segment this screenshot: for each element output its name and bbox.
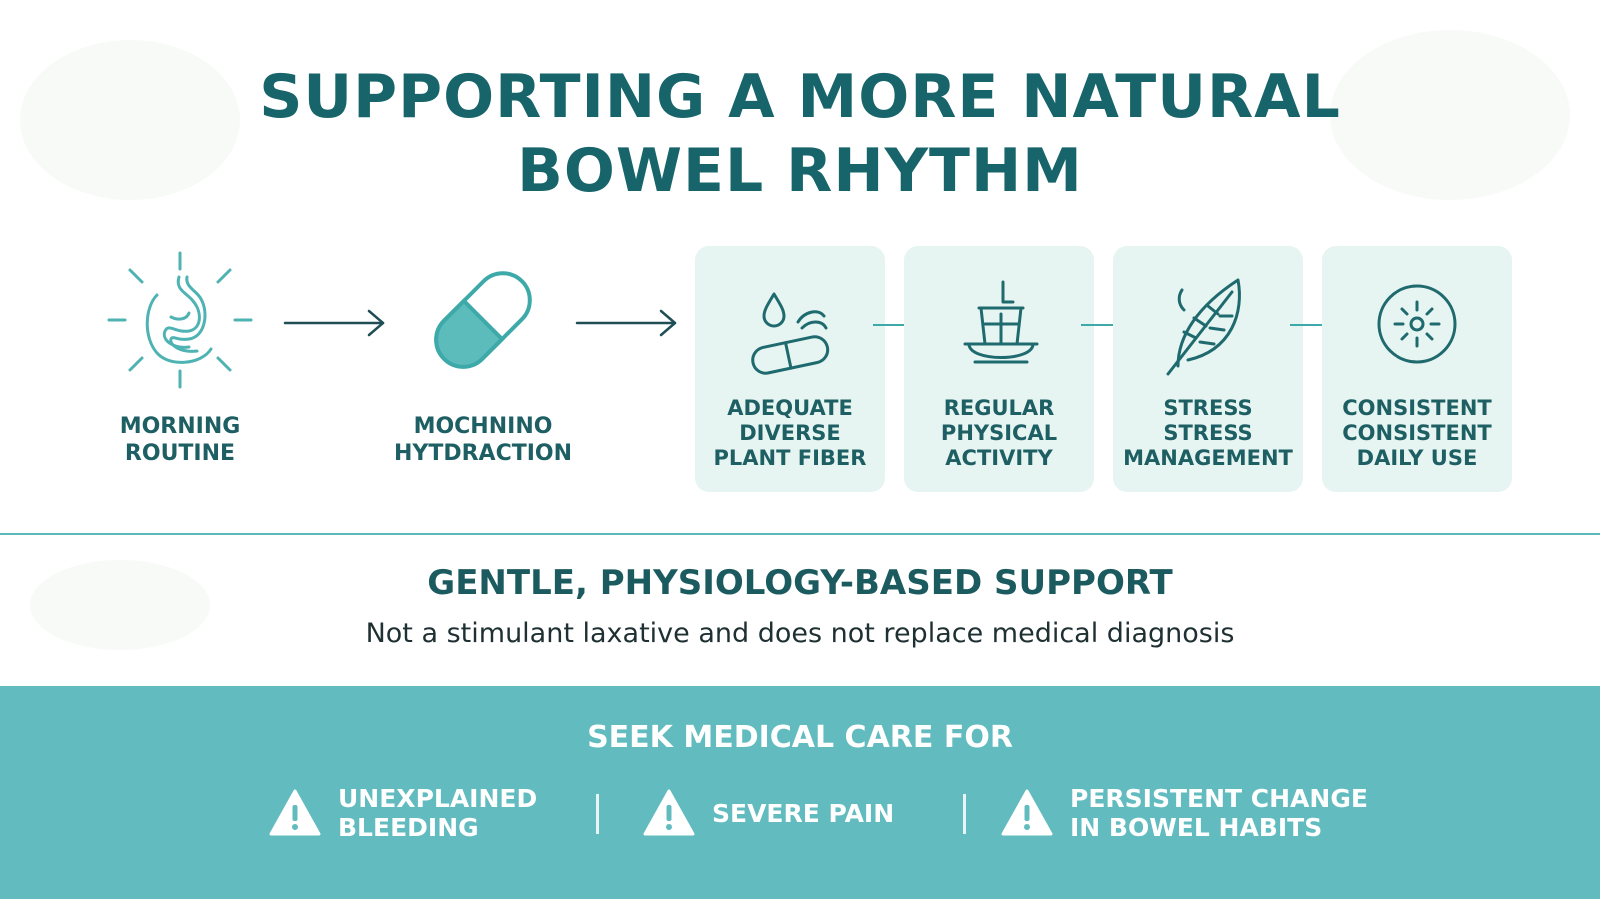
warning-item-text: SEVERE PAIN xyxy=(712,799,894,828)
routine-flow: MORNING ROUTINE MOCHNINO HYTDRACTION xyxy=(0,240,1600,500)
capsule-icon xyxy=(408,245,558,395)
warning-separator xyxy=(596,794,599,834)
connector-line xyxy=(1290,324,1334,326)
warning-separator xyxy=(963,794,966,834)
support-disclaimer: Not a stimulant laxative and does not re… xyxy=(365,618,1235,649)
warning-item-text: UNEXPLAINED BLEEDING xyxy=(338,784,537,842)
glass-bowl-icon xyxy=(939,266,1059,386)
warning-band: SEEK MEDICAL CARE FOR UNEXPLAINED BLEEDI… xyxy=(0,686,1600,899)
card-plant-fiber: ADEQUATE DIVERSE PLANT FIBER xyxy=(695,246,885,492)
step-hydration: MOCHNINO HYTDRACTION xyxy=(393,245,573,467)
card-label-line: REGULAR xyxy=(943,396,1055,420)
warning-triangle-icon xyxy=(268,788,322,838)
background-decoration xyxy=(30,560,210,650)
warning-item-text: PERSISTENT CHANGE IN BOWEL HABITS xyxy=(1070,784,1368,842)
step-morning-routine: MORNING ROUTINE xyxy=(105,245,255,467)
card-label: REGULAR PHYSICAL ACTIVITY xyxy=(904,396,1094,471)
card-label-line: MANAGEMENT xyxy=(1123,446,1293,470)
section-divider xyxy=(0,533,1600,535)
step-label-line: MOCHNINO xyxy=(413,414,553,439)
warning-item-line: PERSISTENT CHANGE xyxy=(1070,784,1368,813)
warning-item-bleeding: UNEXPLAINED BLEEDING xyxy=(268,784,537,842)
step-label: MORNING ROUTINE xyxy=(105,413,255,467)
warning-item-line: SEVERE PAIN xyxy=(712,798,895,828)
warning-item-line: UNEXPLAINED xyxy=(338,784,538,813)
card-label: CONSISTENT CONSISTENT DAILY USE xyxy=(1322,396,1512,471)
step-label-line: MORNING xyxy=(119,414,241,439)
water-drop-capsule-icon xyxy=(730,266,850,386)
title-line-1: SUPPORTING A MORE NATURAL xyxy=(259,62,1341,132)
warning-triangle-icon xyxy=(642,788,696,838)
support-heading: GENTLE, PHYSIOLOGY-BASED SUPPORT xyxy=(427,563,1173,603)
title-line-2: BOWEL RHYTHM xyxy=(517,136,1083,206)
connector-line xyxy=(1081,324,1125,326)
leaf-icon xyxy=(1148,266,1268,386)
sun-circle-icon xyxy=(1357,266,1477,386)
card-label-line: DAILY USE xyxy=(1356,446,1478,470)
card-label-line: CONSISTENT xyxy=(1342,421,1492,445)
connector-line xyxy=(873,324,917,326)
page-title: SUPPORTING A MORE NATURAL BOWEL RHYTHM xyxy=(0,60,1600,208)
warning-item-line: BLEEDING xyxy=(338,813,479,842)
card-daily-use: CONSISTENT CONSISTENT DAILY USE xyxy=(1322,246,1512,492)
stomach-sun-icon xyxy=(105,245,255,395)
warning-band-title: SEEK MEDICAL CARE FOR xyxy=(587,720,1013,755)
card-label-line: STRESS xyxy=(1163,421,1253,445)
card-label-line: PLANT FIBER xyxy=(713,446,867,470)
warning-triangle-icon xyxy=(1000,788,1054,838)
card-label-line: PHYSICAL xyxy=(940,421,1058,445)
arrow-right-icon xyxy=(575,308,680,343)
warning-item-bowel-habits: PERSISTENT CHANGE IN BOWEL HABITS xyxy=(1000,784,1368,842)
warning-item-line: IN BOWEL HABITS xyxy=(1070,813,1323,842)
card-stress-management: STRESS STRESS MANAGEMENT xyxy=(1113,246,1303,492)
card-label: ADEQUATE DIVERSE PLANT FIBER xyxy=(695,396,885,471)
card-label-line: STRESS xyxy=(1163,396,1253,420)
step-label-line: HYTDRACTION xyxy=(393,441,573,466)
card-label-line: ADEQUATE xyxy=(727,396,853,420)
arrow-right-icon xyxy=(283,308,388,343)
card-physical-activity: REGULAR PHYSICAL ACTIVITY xyxy=(904,246,1094,492)
background-decoration xyxy=(20,40,240,200)
card-label-line: DIVERSE xyxy=(739,421,841,445)
step-label: MOCHNINO HYTDRACTION xyxy=(393,413,573,467)
card-label-line: ACTIVITY xyxy=(945,446,1053,470)
background-decoration xyxy=(1330,30,1570,200)
card-label-line: CONSISTENT xyxy=(1342,396,1492,420)
step-label-line: ROUTINE xyxy=(124,441,236,466)
card-label: STRESS STRESS MANAGEMENT xyxy=(1113,396,1303,471)
warning-item-severe-pain: SEVERE PAIN xyxy=(642,784,894,842)
